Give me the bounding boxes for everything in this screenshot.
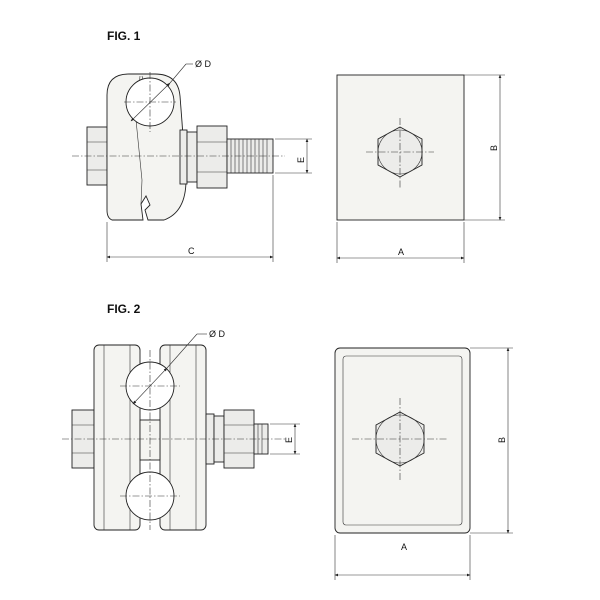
figure-1-title: FIG. 1: [107, 29, 141, 43]
dimension-e-label: E: [284, 437, 294, 443]
washer: [179, 129, 188, 185]
dimension-c-label: C: [188, 246, 195, 256]
spring-washer: [186, 131, 198, 183]
diameter-label: Ø D: [195, 59, 212, 69]
figure-2-side-view: Ø D E: [62, 329, 300, 531]
figure-1-side-view: Ø D C E: [72, 59, 312, 262]
dimension-a-label: A: [398, 247, 404, 257]
figure-2-title: FIG. 2: [107, 302, 141, 316]
dimension-b-label: B: [497, 437, 507, 443]
hex-nut: [196, 125, 228, 189]
dimension-e-label: E: [296, 157, 306, 163]
figure-1-front-view: B A: [336, 74, 505, 263]
diameter-label: Ø D: [209, 329, 226, 339]
dimension-a-label: A: [401, 542, 407, 552]
dimension-b-label: B: [489, 145, 499, 151]
figure-2: FIG. 2: [62, 302, 513, 580]
figure-2-front-view: B A: [334, 347, 513, 580]
figure-1: FIG. 1: [72, 29, 505, 263]
